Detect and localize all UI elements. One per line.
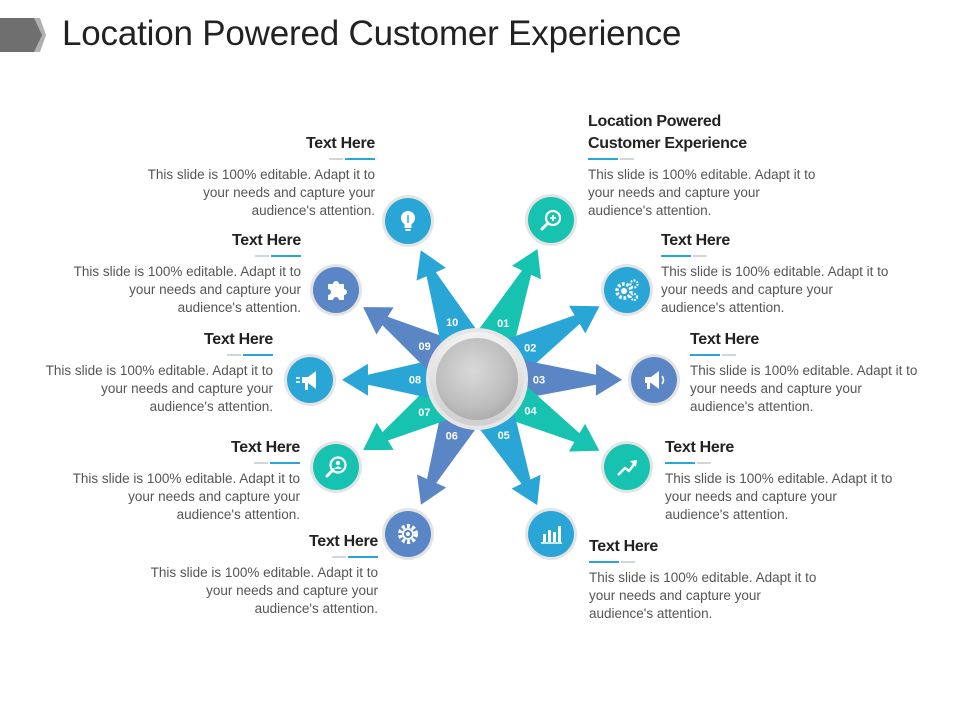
item-06-heading: Text Here [308,533,378,550]
item-10-text: Text Here This slide is 100% editable. A… [145,133,376,220]
item-08-heading: Text Here [203,331,273,348]
arrow-10 [416,250,479,349]
arrow-number-09: 09 [418,341,430,353]
arrow-04 [503,383,600,452]
item-06-body: This slide is 100% editable. Adapt it to… [150,565,378,616]
item-02-heading: Text Here [661,232,731,249]
arrow-01 [476,249,541,350]
item-03-rule [690,354,736,356]
item-10-heading: Text Here [305,135,375,152]
item-05-heading: Text Here [589,538,659,555]
item-03-heading: Text Here [690,331,760,348]
item-06-rule [332,556,378,558]
bar-chart-icon [525,508,577,560]
item-03-text: Text Here This slide is 100% editable. A… [690,329,920,416]
arrow-number-05: 05 [498,430,510,442]
megaphone-icon [628,354,680,406]
item-02-text: Text Here This slide is 100% editable. A… [661,230,891,317]
arrow-06 [417,409,479,505]
item-05-rule [589,561,635,563]
arrow-number-08: 08 [409,374,421,386]
item-02-body: This slide is 100% editable. Adapt it to… [661,264,889,315]
item-09-body: This slide is 100% editable. Adapt it to… [73,264,301,315]
item-05-body: This slide is 100% editable. Adapt it to… [589,570,817,621]
item-08-rule [227,354,273,356]
item-03-body: This slide is 100% editable. Adapt it to… [690,363,918,414]
lightbulb-icon [382,195,434,247]
item-04-rule [665,462,711,464]
arrow-03 [518,359,622,400]
arrow-05 [477,408,541,506]
hub-core [436,338,518,420]
search-plus-icon [525,194,577,246]
arrow-number-04: 04 [524,405,537,417]
arrow-number-01: 01 [497,318,509,330]
arrow-number-07: 07 [418,407,430,419]
item-01-heading: Location Powered Customer Experience [588,113,747,152]
trend-up-icon [601,441,653,493]
item-01-body: This slide is 100% editable. Adapt it to… [588,167,816,218]
arrow-09 [363,307,453,374]
item-01-text: Location Powered Customer Experience Thi… [588,111,818,220]
item-09-heading: Text Here [231,232,301,249]
puzzle-icon [310,264,362,316]
arrow-02 [502,305,600,375]
page-title: Location Powered Customer Experience [62,14,682,53]
arrow-number-02: 02 [524,342,536,354]
item-01-rule [588,158,634,160]
item-08-text: Text Here This slide is 100% editable. A… [43,329,274,416]
title-chevron-icon [0,18,46,52]
bullhorn-icon [284,354,336,406]
item-07-rule [254,462,300,464]
item-02-rule [661,255,707,257]
item-10-rule [329,158,375,160]
user-search-icon [310,441,362,493]
gears-icon [601,264,653,316]
item-08-body: This slide is 100% editable. Adapt it to… [45,363,273,414]
settings-cog-icon [382,508,434,560]
item-09-rule [255,255,301,257]
item-04-heading: Text Here [665,439,735,456]
arrow-number-10: 10 [446,317,458,329]
item-07-body: This slide is 100% editable. Adapt it to… [72,471,300,522]
item-05-text: Text Here This slide is 100% editable. A… [589,536,819,623]
arrow-number-06: 06 [446,431,458,443]
item-04-text: Text Here This slide is 100% editable. A… [665,437,895,524]
item-06-text: Text Here This slide is 100% editable. A… [148,531,379,618]
item-04-body: This slide is 100% editable. Adapt it to… [665,471,893,522]
item-09-text: Text Here This slide is 100% editable. A… [71,230,302,317]
arrow-08 [342,359,436,400]
item-10-body: This slide is 100% editable. Adapt it to… [147,167,375,218]
item-07-text: Text Here This slide is 100% editable. A… [70,437,301,524]
item-07-heading: Text Here [230,439,300,456]
arrow-07 [363,384,452,451]
arrow-number-03: 03 [533,374,545,386]
